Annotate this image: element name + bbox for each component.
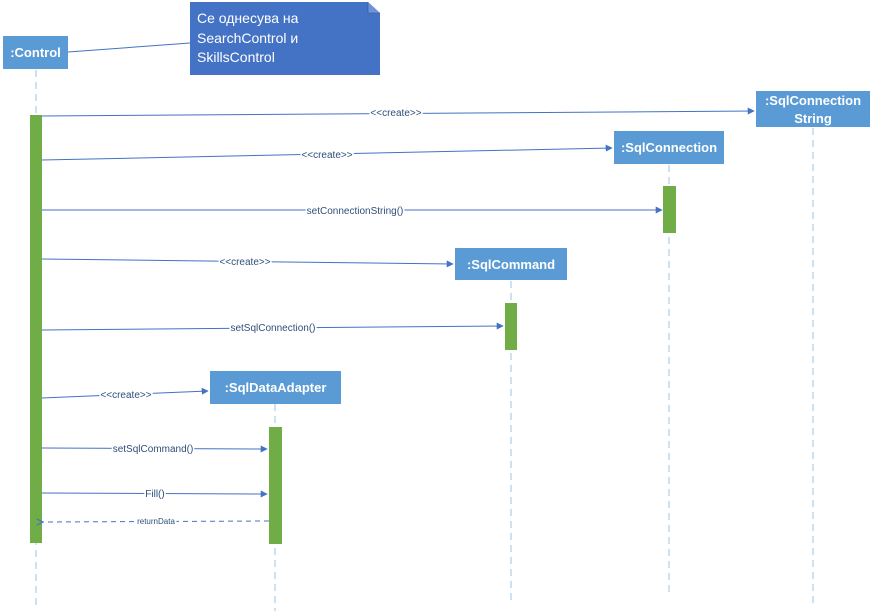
sqlconn-box <box>614 131 724 164</box>
label-background <box>111 444 195 455</box>
activation-sqlconn <box>663 186 676 233</box>
message-label-create-sqlconn: <<create>> <box>301 150 352 161</box>
message-label-fill: Fill() <box>145 489 164 500</box>
message-label-create-sqlconnstr: <<create>> <box>370 108 421 119</box>
label-background <box>300 150 354 161</box>
control-box <box>3 36 68 69</box>
message-arrow-returndata <box>43 521 270 522</box>
label-background <box>99 390 153 401</box>
sqlconnstr-label-1: :SqlConnection <box>765 93 861 108</box>
sqlconnstr-box <box>756 91 870 127</box>
message-label-returndata: returnData <box>137 517 175 526</box>
sqlconn-label: :SqlConnection <box>621 140 717 155</box>
message-label-create-sqlcmd: <<create>> <box>219 257 270 268</box>
note-shape <box>190 2 380 75</box>
label-background <box>369 108 423 119</box>
label-background <box>305 206 405 217</box>
sqlconnstr-label-2: String <box>794 111 832 126</box>
sqlcmd-label: :SqlCommand <box>467 257 555 272</box>
sqlda-box <box>210 371 341 404</box>
label-background <box>218 257 272 268</box>
activation-control <box>30 115 42 543</box>
activation-sqlda <box>269 427 282 544</box>
message-label-create-sqlda: <<create>> <box>100 390 151 401</box>
note-connector <box>67 42 191 53</box>
label-background <box>229 323 317 334</box>
sqlda-label: :SqlDataAdapter <box>225 380 327 395</box>
sqlcmd-box <box>455 248 567 280</box>
note-line-3: SkillsControl <box>197 49 275 65</box>
message-label-setsqlconnection: setSqlConnection() <box>230 323 315 334</box>
note-line-2: SearchControl и <box>197 30 298 46</box>
message-label-setconnectionstring: setConnectionString() <box>307 206 404 217</box>
label-background <box>144 489 166 500</box>
activation-sqlcmd <box>505 303 517 350</box>
message-label-setsqlcommand: setSqlCommand() <box>113 444 194 455</box>
label-background <box>136 517 177 526</box>
note-line-1: Се однесува на <box>197 10 299 26</box>
note-fold <box>367 2 380 14</box>
control-label: :Control <box>10 45 61 60</box>
